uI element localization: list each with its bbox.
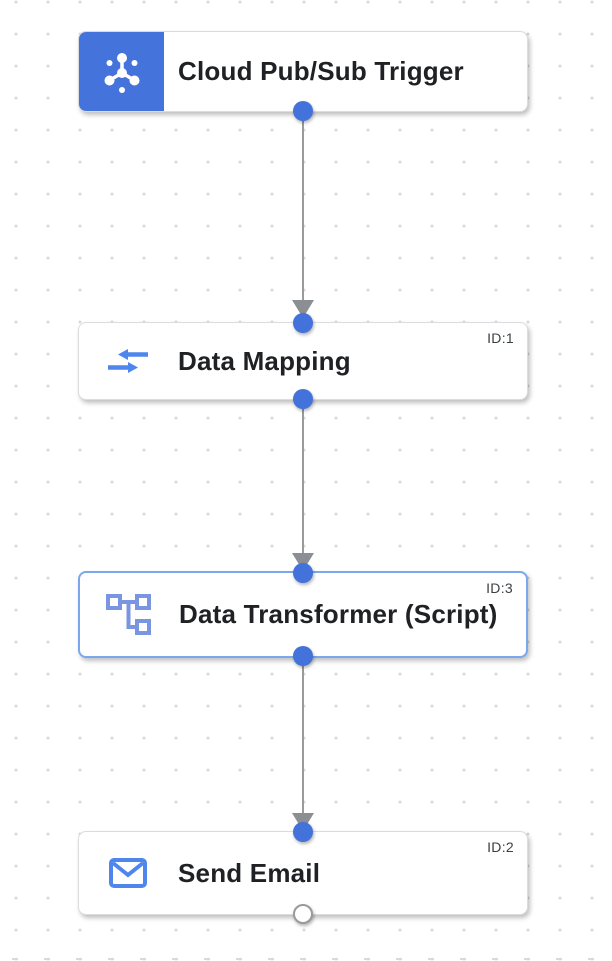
node-data-transformer-script[interactable]: Data Transformer (Script) ID:3	[78, 563, 528, 666]
node-title: Data Mapping	[178, 345, 351, 376]
grid-edge-dashes	[0, 957, 612, 960]
output-port-open[interactable]	[293, 904, 313, 924]
output-port[interactable]	[293, 101, 313, 121]
node-id-badge: ID:1	[487, 330, 514, 346]
input-port[interactable]	[293, 313, 313, 333]
edge-mapping-to-transformer	[292, 400, 314, 571]
edge-line	[301, 658, 305, 813]
output-port[interactable]	[293, 646, 313, 666]
node-title: Cloud Pub/Sub Trigger	[178, 56, 464, 86]
input-port[interactable]	[293, 563, 313, 583]
node-title: Data Transformer (Script)	[179, 599, 498, 629]
send-email-icon	[105, 858, 150, 888]
edge-trigger-to-mapping	[292, 112, 314, 318]
node-id-badge: ID:3	[486, 580, 513, 596]
data-transformer-icon	[106, 594, 151, 635]
node-title: Send Email	[178, 857, 321, 888]
node-data-mapping[interactable]: Data Mapping ID:1	[78, 313, 528, 409]
edge-transformer-to-email	[292, 658, 314, 831]
edge-line	[301, 112, 305, 300]
node-cloud-pubsub-trigger[interactable]: Cloud Pub/Sub Trigger	[78, 31, 528, 121]
node-send-email[interactable]: Send Email ID:2	[78, 822, 528, 924]
edge-line	[301, 400, 305, 553]
pubsub-icon	[79, 32, 164, 111]
input-port[interactable]	[293, 822, 313, 842]
output-port[interactable]	[293, 389, 313, 409]
data-mapping-icon	[105, 348, 150, 374]
node-id-badge: ID:2	[487, 839, 514, 855]
